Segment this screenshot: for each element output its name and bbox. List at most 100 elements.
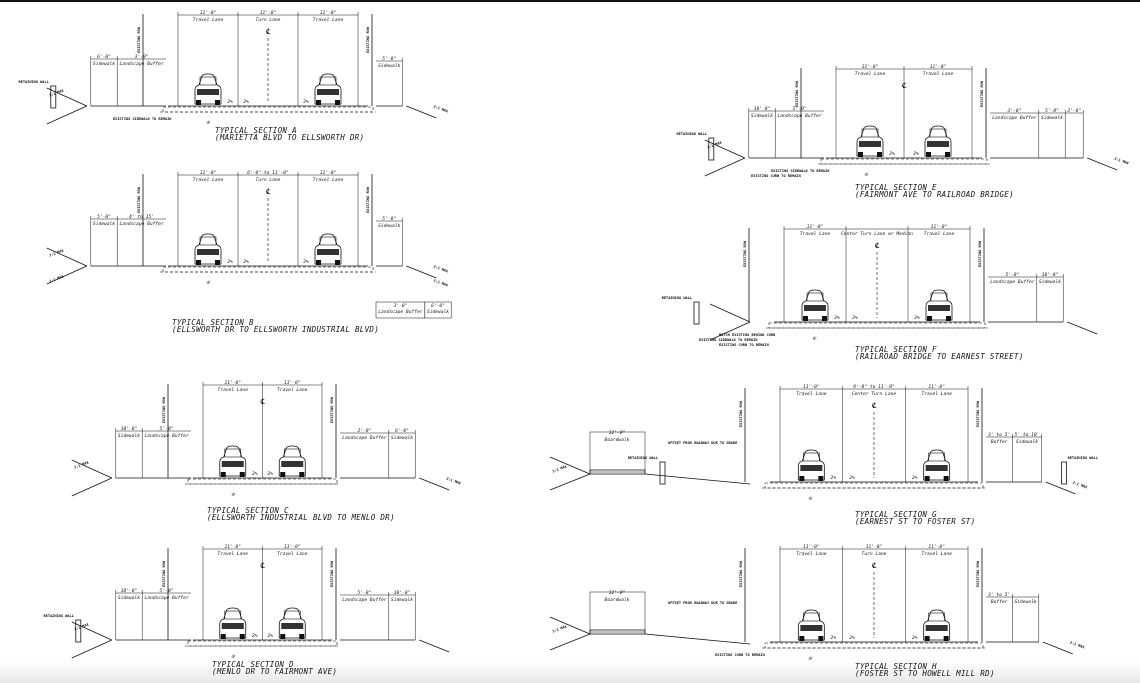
lane-dimension: 11'-0" — [284, 544, 301, 550]
car-tire — [924, 636, 930, 641]
callout-marker: ⑧ — [206, 280, 211, 286]
slope-mark: 2% — [834, 315, 840, 321]
side-label: Sidewalk — [751, 113, 773, 119]
construction-note: EXISTING SIDEWALK TO REMAIN — [771, 169, 829, 173]
slope-mark: 2% — [303, 259, 309, 265]
side-label: Sidewalk — [391, 597, 413, 603]
construction-note: EXISTING CURB TO REMAIN — [719, 343, 769, 347]
side-label: Landscape Buffer — [342, 435, 386, 441]
slope-mark: 2% — [831, 475, 837, 481]
retaining-wall-label: RETAINING WALL — [662, 296, 693, 300]
side-dimension: 2'-0" — [357, 428, 371, 434]
section-subtitle: (MENLO DR TO FAIRMONT AVE) — [212, 667, 337, 676]
car-bumper — [197, 249, 219, 255]
car-icon — [923, 609, 951, 641]
slope-line — [709, 303, 751, 323]
retaining-wall-label: RETAINING WALL — [19, 80, 50, 84]
car-tire — [799, 476, 805, 481]
slope-mark: 2% — [303, 99, 309, 105]
centerline-symbol: ℄ — [260, 397, 265, 406]
existing-row-label: EXISTING ROW — [366, 186, 370, 213]
slope-line — [1045, 481, 1076, 495]
lane-dimension: 11'-0" — [803, 544, 820, 550]
car-tire — [196, 100, 201, 105]
lane-label: Travel Lane — [800, 231, 831, 237]
lane-label: Travel Lane — [218, 387, 249, 393]
retaining-wall — [693, 301, 700, 325]
car-bumper — [221, 461, 244, 467]
slope-line — [71, 621, 112, 641]
side-dimension: 10'-0" — [121, 588, 138, 594]
side-label: Landscape Buffer — [992, 115, 1036, 121]
lane-label: Travel Lane — [193, 17, 224, 23]
section-subtitle: (MARIETTA BLVD TO ELLSWORTH DR) — [215, 133, 364, 142]
lane-dimension: 9'-0" to 11'-0" — [853, 384, 895, 390]
slope-mark: 2% — [252, 471, 258, 477]
car-tire — [818, 636, 824, 641]
section-subtitle: (ELLSWORTH DR TO ELLSWORTH INDUSTRIAL BL… — [172, 325, 379, 334]
car-tire — [943, 476, 949, 481]
construction-note: EXISTING CURB TO REMAIN — [751, 174, 801, 178]
car-tire — [877, 152, 882, 157]
slope-mark: 2% — [267, 633, 273, 639]
side-label: Sidewalk — [118, 595, 140, 601]
retaining-wall-label: RETAINING WALL — [677, 132, 708, 136]
slope-label: 2:1 MAX — [1114, 157, 1130, 166]
side-dimension: 5'-0" — [357, 590, 371, 596]
lane-label: Travel Lane — [218, 551, 249, 557]
lane-label: Travel Lane — [921, 551, 952, 557]
slope-mark: 2% — [267, 471, 273, 477]
side-dimension: 6'-0" — [395, 428, 409, 434]
top-border — [0, 0, 1140, 2]
slope-line — [406, 265, 437, 279]
lane-label: Center Turn Lane or Median — [841, 231, 913, 237]
slope-label: 2:1 MAX — [49, 274, 65, 283]
slope-line — [709, 321, 751, 341]
car-icon — [797, 449, 825, 481]
slope-line — [549, 616, 591, 635]
side-label: Sidewalk — [1041, 115, 1063, 121]
construction-note: MATCH EXISTING BEHIND CURB — [719, 333, 776, 337]
car-bumper — [927, 141, 949, 147]
car-bumper — [197, 89, 219, 95]
car-icon — [923, 449, 951, 481]
lane-dimension: 11'-0" — [260, 10, 277, 16]
side-label: Sidewalk — [378, 223, 400, 229]
side-dimension: 10'-0" — [754, 106, 771, 112]
grade-line — [644, 633, 751, 645]
lane-label: Travel Lane — [277, 551, 308, 557]
section-title: TYPICAL SECTION G — [855, 510, 937, 519]
side-dimension: 6'-0" — [97, 54, 111, 60]
lower-side-label: Sidewalk — [427, 309, 449, 315]
lane-label: Turn Lane — [256, 17, 281, 23]
boardwalk-deck — [589, 469, 646, 475]
car-window — [224, 610, 242, 620]
car-bumper — [317, 89, 339, 95]
centerline-symbol: ℄ — [265, 27, 270, 36]
slope-line — [1087, 157, 1118, 171]
slope-mark: 2% — [849, 475, 855, 481]
car-icon — [219, 607, 247, 639]
slope-label: 2:1 MAX — [433, 279, 449, 288]
lane-dimension: 11'-0" — [284, 380, 301, 386]
side-label: Landscape Buffer — [144, 595, 188, 601]
car-bumper — [804, 305, 826, 311]
car-tire — [924, 476, 930, 481]
car-bumper — [800, 465, 823, 471]
lane-dimension: 11'-0" — [866, 544, 883, 550]
car-tire — [803, 316, 808, 321]
car-tire — [299, 472, 305, 477]
car-window — [224, 448, 242, 458]
lane-label: Travel Lane — [923, 71, 954, 77]
car-bumper — [925, 625, 948, 631]
car-tire — [215, 260, 220, 265]
slope-line — [704, 157, 745, 177]
car-tire — [316, 100, 321, 105]
lane-dimension: 11'-0" — [224, 380, 241, 386]
car-bumper — [281, 623, 304, 629]
section-title: TYPICAL SECTION A — [215, 126, 297, 135]
slope-label: 2:1 MAX — [433, 265, 449, 274]
side-label: Sidewalk — [378, 63, 400, 69]
